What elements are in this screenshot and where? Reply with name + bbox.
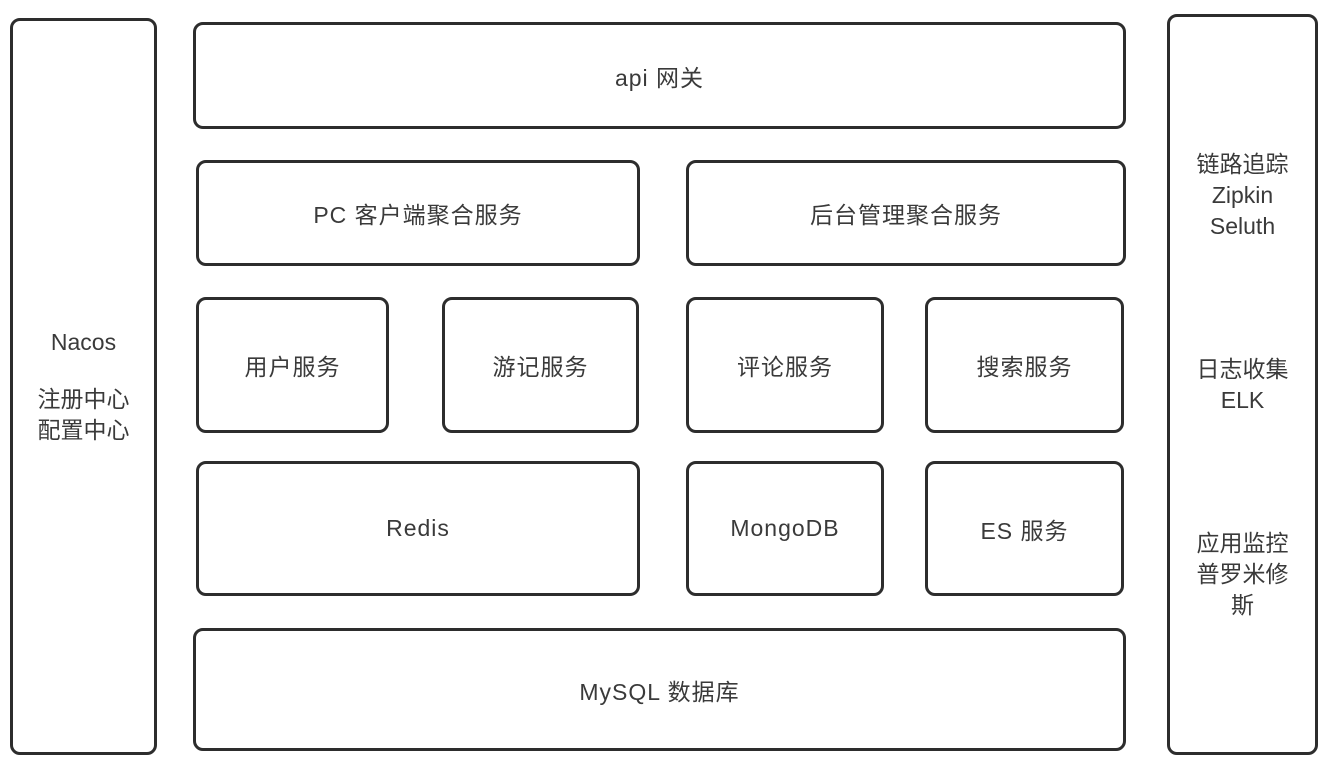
log-collection-label: 日志收集 (1196, 355, 1289, 382)
admin-aggregation-box: 后台管理聚合服务 (686, 160, 1126, 266)
nacos-panel: Nacos 注册中心 配置中心 (10, 18, 157, 755)
app-monitoring-label: 应用监控 (1196, 529, 1289, 556)
zipkin-label: Zipkin (1211, 181, 1274, 208)
link-tracing-group: 链路追踪 Zipkin Seluth (1191, 149, 1295, 242)
observability-panel: 链路追踪 Zipkin Seluth 日志收集 ELK 应用监控 普罗米修斯 (1167, 14, 1318, 755)
registry-center-label: 注册中心 (37, 386, 130, 412)
config-center-label: 配置中心 (37, 417, 130, 443)
nacos-label: Nacos (50, 329, 117, 355)
seluth-label: Seluth (1209, 212, 1276, 239)
redis-box: Redis (196, 461, 640, 596)
elk-label: ELK (1220, 386, 1265, 413)
search-service-box: 搜索服务 (925, 297, 1124, 433)
pc-client-aggregation-box: PC 客户端聚合服务 (196, 160, 640, 266)
api-gateway-box: api 网关 (193, 22, 1126, 129)
es-service-box: ES 服务 (925, 461, 1124, 596)
prometheus-label: 普罗米修斯 (1196, 560, 1289, 618)
user-service-box: 用户服务 (196, 297, 389, 433)
app-monitoring-group: 应用监控 普罗米修斯 (1191, 528, 1295, 621)
log-collection-group: 日志收集 ELK (1191, 354, 1295, 416)
mysql-database-box: MySQL 数据库 (193, 628, 1126, 751)
link-tracing-label: 链路追踪 (1196, 150, 1289, 177)
comment-service-box: 评论服务 (686, 297, 884, 433)
mongodb-box: MongoDB (686, 461, 884, 596)
travel-notes-service-box: 游记服务 (442, 297, 639, 433)
